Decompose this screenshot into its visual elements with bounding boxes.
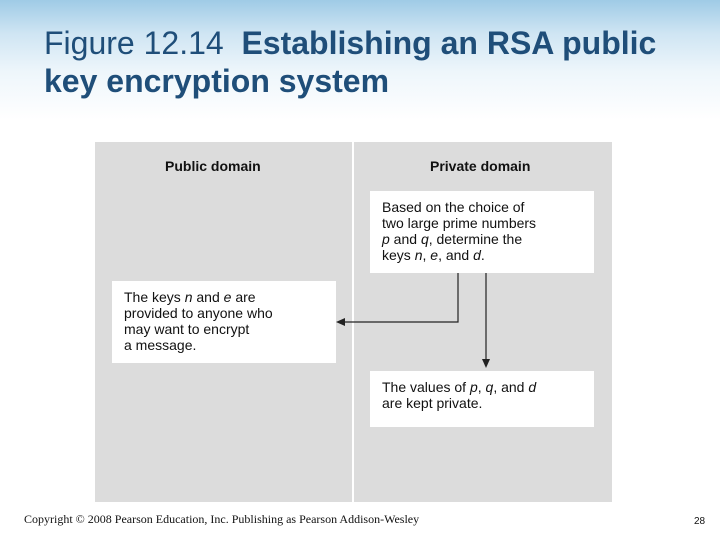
var-q: q bbox=[420, 231, 429, 247]
public-keys-line-4: a message. bbox=[124, 337, 197, 353]
page-number: 28 bbox=[694, 516, 706, 527]
text-and: and bbox=[192, 289, 224, 305]
text-the-keys: The keys bbox=[124, 289, 185, 305]
private-values-line-2: are kept private. bbox=[382, 395, 483, 411]
var-p: p bbox=[382, 231, 390, 247]
text-sep: , bbox=[422, 247, 431, 263]
private-domain-heading: Private domain bbox=[430, 158, 531, 174]
text-rest: , determine the bbox=[428, 231, 523, 247]
var-q: q bbox=[485, 379, 494, 395]
figure-number: Figure 12.14 bbox=[44, 25, 224, 61]
figure-caption: Establishing an RSA public key encryptio… bbox=[44, 25, 657, 99]
public-keys-line-3: may want to encrypt bbox=[124, 321, 250, 337]
arrow-to-public-box bbox=[344, 273, 459, 323]
var-n: n bbox=[414, 247, 423, 263]
arrowhead-down bbox=[482, 359, 490, 368]
var-e: e bbox=[430, 247, 439, 263]
var-d: d bbox=[528, 379, 537, 395]
public-keys-line-2: provided to anyone who bbox=[124, 305, 273, 321]
key-derivation-line-4: keys n, e, and d. bbox=[382, 247, 584, 263]
var-n: n bbox=[184, 289, 193, 305]
text-values-of: The values of bbox=[382, 379, 470, 395]
key-derivation-box: Based on the choice of two large prime n… bbox=[370, 191, 594, 273]
public-keys-box: The keys n and e are provided to anyone … bbox=[112, 281, 336, 363]
text-sep: , and bbox=[493, 379, 529, 395]
slide-title: Figure 12.14 Establishing an RSA public … bbox=[44, 24, 684, 100]
text-sep: , and bbox=[438, 247, 474, 263]
text-are: are bbox=[231, 289, 256, 305]
var-e: e bbox=[223, 289, 232, 305]
text-and: and bbox=[389, 231, 421, 247]
var-p: p bbox=[469, 379, 478, 395]
title-background-band bbox=[0, 0, 720, 120]
var-d: d bbox=[473, 247, 481, 263]
text-keys: keys bbox=[382, 247, 415, 263]
private-values-box: The values of p, q, and d are kept priva… bbox=[370, 371, 594, 427]
copyright-footer: Copyright © 2008 Pearson Education, Inc.… bbox=[24, 512, 420, 526]
text-period: . bbox=[480, 247, 485, 263]
key-derivation-line-3: p and q, determine the bbox=[382, 231, 584, 247]
private-values-line-1: The values of p, q, and d bbox=[382, 379, 584, 395]
key-derivation-line-1: Based on the choice of bbox=[382, 199, 525, 215]
public-keys-line-1: The keys n and e are bbox=[124, 289, 326, 305]
key-derivation-line-2: two large prime numbers bbox=[382, 215, 537, 231]
public-domain-heading: Public domain bbox=[165, 158, 261, 174]
arrowhead-left bbox=[336, 318, 345, 326]
text-sep: , bbox=[477, 379, 486, 395]
